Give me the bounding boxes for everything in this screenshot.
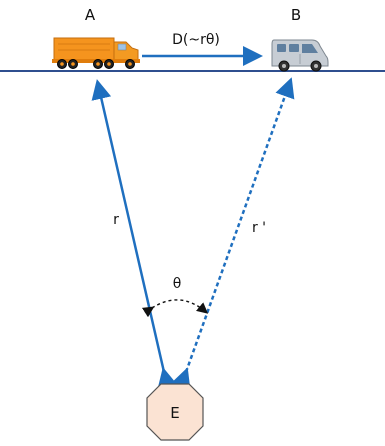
observer-octagon bbox=[146, 383, 204, 441]
label-point-b: B bbox=[291, 6, 301, 24]
truck-icon bbox=[52, 37, 140, 69]
label-observer: E bbox=[170, 404, 179, 422]
label-angle: θ bbox=[173, 276, 182, 292]
van-icon bbox=[271, 39, 329, 72]
label-radius-prime: r ' bbox=[252, 220, 266, 236]
label-radius: r bbox=[113, 212, 119, 228]
label-point-a: A bbox=[85, 6, 96, 24]
radius-arrow bbox=[91, 79, 178, 389]
angle-arc bbox=[141, 299, 209, 318]
label-distance: D(~rθ) bbox=[172, 32, 220, 48]
radius-prime-arrow bbox=[171, 77, 295, 390]
